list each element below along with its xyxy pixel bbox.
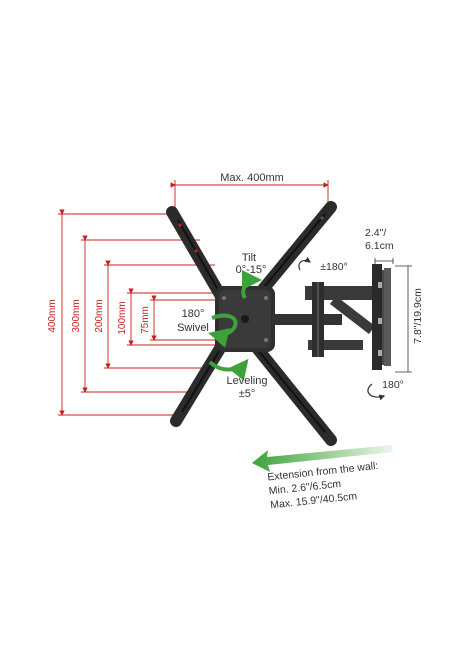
wall-plate-width-cm-label: 6.1cm — [365, 240, 394, 252]
wall-plate-dimension-lines — [374, 258, 412, 373]
dim-label-100mm: 100mm — [117, 301, 128, 334]
leveling-arrow-icon — [208, 358, 249, 381]
swivel-arrow-icon — [208, 313, 238, 348]
swivel-label: Swivel — [177, 322, 209, 334]
leveling-range-label: ±5° — [239, 388, 256, 400]
tilt-label: Tilt — [242, 252, 256, 264]
swivel-angle-label: 180° — [182, 308, 205, 320]
dim-label-400mm: 400mm — [47, 299, 58, 332]
vesa-dimension-lines — [58, 180, 329, 416]
dim-label-200mm: 200mm — [94, 299, 105, 332]
center-plate — [215, 286, 275, 352]
arm-rotation-bottom-label: 180° — [382, 379, 404, 391]
tilt-range-label: 0°-15° — [236, 264, 267, 276]
articulating-arm — [272, 282, 383, 357]
leveling-label: Leveling — [227, 375, 268, 387]
wall-plate — [372, 264, 391, 370]
tilt-arrow-icon — [241, 270, 262, 300]
rotation-arrow-icon — [367, 383, 386, 401]
dim-label-75mm: 75mm — [140, 306, 151, 334]
wall-plate-width-label: 2.4"/ — [365, 227, 386, 239]
rotation-arrow-icon — [298, 256, 311, 271]
arm-rotation-top-label: ±180° — [320, 261, 347, 273]
extension-arrow-icon — [252, 445, 393, 472]
dim-label-300mm: 300mm — [71, 299, 82, 332]
wall-plate-height-label: 7.8"/19.9cm — [412, 288, 424, 344]
max-width-label: Max. 400mm — [220, 172, 284, 184]
